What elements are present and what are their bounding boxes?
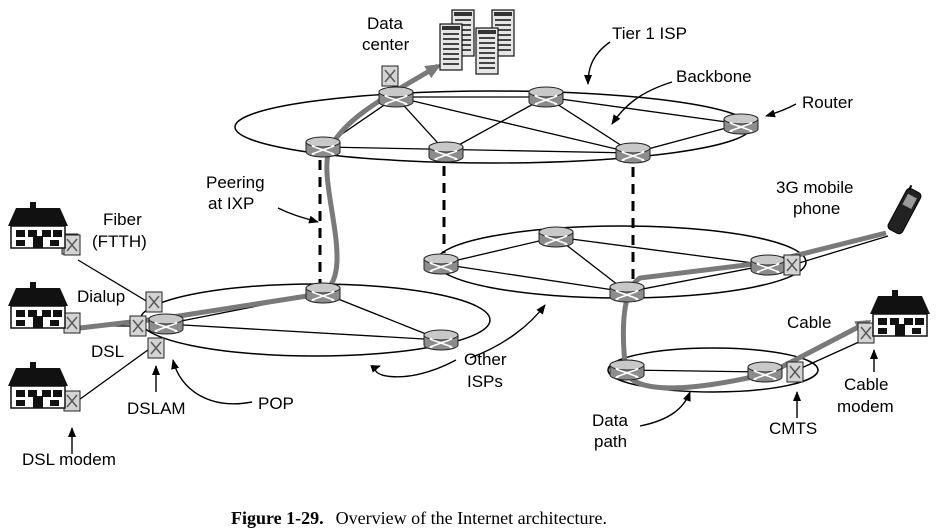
router-backbone-3: [723, 113, 759, 135]
data-center-box: [381, 65, 399, 87]
backbone-links: [322, 77, 742, 154]
isp-right-links: [440, 235, 889, 293]
house-dialup-icon: [7, 281, 69, 329]
router-isp-right-3: [609, 281, 645, 303]
house-cable-icon: [869, 289, 931, 337]
dslam-box: [147, 337, 165, 359]
router-cable-2: [747, 361, 783, 383]
dsl-box: [129, 315, 147, 337]
router-isp-right-4: [750, 254, 786, 276]
dialup-box: [145, 291, 163, 313]
label-data-center-2: center: [362, 35, 410, 54]
label-dsl-modem: DSL modem: [22, 450, 116, 469]
label-peering-2: at IXP: [208, 194, 254, 213]
cable-modem-box: [857, 322, 875, 344]
mobile-phone-icon: [887, 184, 922, 235]
router-isp-right-1: [423, 253, 459, 275]
cmts-box: [786, 361, 804, 383]
house-dsl-icon: [7, 361, 69, 409]
router-isp-right-2: [538, 226, 574, 248]
home-fiber-box: [63, 234, 81, 256]
router-backbone-5: [428, 141, 464, 163]
router-backbone-1: [378, 86, 414, 108]
home-dialup-box: [63, 312, 81, 334]
router-backbone-6: [615, 142, 651, 164]
router-backbone-4: [305, 136, 341, 158]
label-data-path-1: Data: [592, 411, 628, 430]
house-fiber-icon: [7, 201, 69, 249]
peering-links: [318, 160, 635, 283]
label-pop: POP: [258, 394, 294, 413]
label-router: Router: [802, 93, 853, 112]
label-tier1-isp: Tier 1 ISP: [612, 24, 687, 43]
router-isp-left-1: [305, 282, 341, 304]
label-mobile-1: 3G mobile: [776, 178, 853, 197]
mobile-base-box: [783, 254, 801, 276]
label-backbone: Backbone: [676, 67, 752, 86]
figure-number: Figure 1-29.: [231, 508, 324, 528]
label-other-isps-1: Other: [464, 350, 507, 369]
label-data-center-1: Data: [367, 14, 403, 33]
label-peering-1: Peering: [206, 173, 265, 192]
annotation-arrows: [68, 41, 878, 454]
label-cmts: CMTS: [769, 419, 817, 438]
label-dialup: Dialup: [77, 287, 125, 306]
home-dsl-box: [63, 390, 81, 412]
label-other-isps-2: ISPs: [467, 372, 503, 391]
label-cable: Cable: [787, 313, 831, 332]
isp-ring-cable: [607, 347, 819, 393]
label-data-path-2: path: [594, 432, 627, 451]
label-fiber-2: (FTTH): [92, 232, 147, 251]
label-dsl: DSL: [91, 342, 124, 361]
router-pop: [148, 313, 184, 335]
router-cable-1: [609, 359, 645, 381]
label-dslam: DSLAM: [127, 399, 186, 418]
data-center-icon: [439, 9, 515, 75]
router-isp-left-2: [423, 329, 459, 351]
figure-caption-text: Overview of the Internet architecture.: [336, 508, 607, 528]
label-cable-modem-1: Cable: [844, 375, 888, 394]
router-backbone-2: [528, 86, 564, 108]
label-fiber-1: Fiber: [103, 210, 142, 229]
figure-caption: Figure 1-29. Overview of the Internet ar…: [231, 508, 607, 528]
label-cable-modem-2: modem: [837, 397, 894, 416]
label-mobile-2: phone: [793, 199, 840, 218]
